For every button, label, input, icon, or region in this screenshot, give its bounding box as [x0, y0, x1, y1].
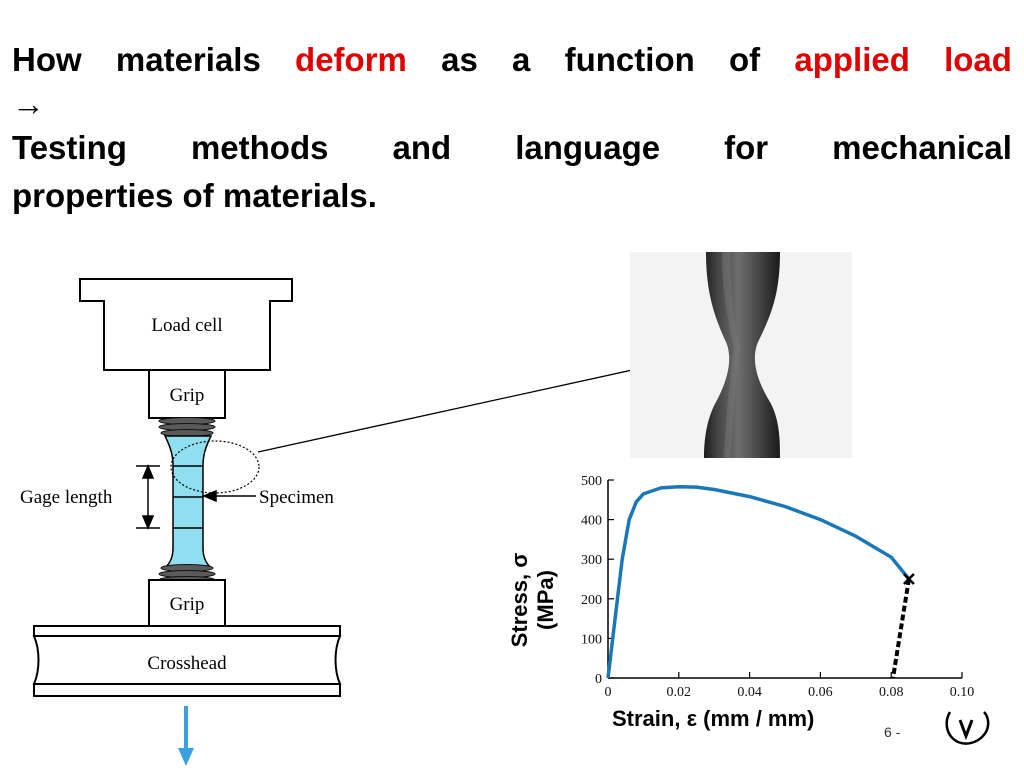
necking-region-highlight [170, 440, 260, 494]
title-word: language [515, 129, 661, 166]
unloading-dashed-line [891, 578, 911, 679]
fracture-x-stroke [903, 573, 915, 585]
x-tick-label: 0.04 [737, 685, 762, 700]
title-word: as [441, 41, 478, 78]
chart-axes [607, 480, 962, 679]
title-word-applied: applied [794, 41, 910, 78]
title-word: mechanical [832, 129, 1012, 166]
crosshead [32, 625, 342, 697]
down-arrow-icon [178, 706, 194, 766]
title-word: methods [190, 129, 329, 166]
title-word: for [724, 129, 769, 166]
top-clamp-teeth [158, 417, 216, 437]
y-tick-label: 500 [581, 474, 602, 489]
chart-xlabel: Strain, ε (mm / mm) [612, 706, 815, 731]
title-word: and [392, 129, 452, 166]
load-cell-frame [79, 278, 293, 371]
necked-specimen-image [630, 252, 852, 458]
x-tick-label: 0 [605, 685, 612, 700]
slide-title: How materials deform as a function of ap… [12, 36, 1012, 220]
right-arrow-icon: → [12, 85, 45, 122]
title-word: materials [115, 41, 261, 78]
title-word-deform: deform [295, 41, 407, 78]
chart-ticks: 0 0.02 0.04 0.06 0.08 0.10 0 100 200 300 400 500 [581, 474, 974, 700]
bottom-grip-label: Grip [170, 594, 205, 615]
y-tick-label: 300 [581, 553, 602, 568]
top-grip-label: Grip [170, 385, 205, 406]
logo-icon [945, 711, 990, 745]
x-tick-label: 0.02 [667, 685, 692, 700]
x-tick-label: 0.08 [879, 685, 904, 700]
title-line-1: How materials deform as a function of ap… [12, 36, 1012, 84]
ylabel-line-2: (MPa) [533, 570, 558, 630]
chart-ylabel: Stress, σ (MPa) [496, 530, 570, 670]
y-tick-label: 0 [595, 672, 602, 687]
title-word-load: load [944, 41, 1012, 78]
y-tick-label: 100 [581, 632, 602, 647]
title-word: of [728, 41, 761, 78]
y-tick-label: 200 [581, 593, 602, 608]
title-line-3: properties of materials. [12, 177, 377, 214]
load-cell-label: Load cell [151, 315, 222, 336]
ylabel-line-1: Stress, σ [507, 552, 532, 648]
chart-series [606, 484, 915, 679]
crosshead-label: Crosshead [147, 653, 227, 674]
title-word: a [512, 41, 531, 78]
title-line-2: Testing methods and language for mechani… [12, 124, 1012, 172]
gage-length-dimension [136, 464, 160, 530]
x-tick-label: 0.06 [808, 685, 833, 700]
bottom-grip [148, 579, 226, 627]
y-tick-label: 400 [581, 514, 602, 529]
stress-strain-chart: 0 0.02 0.04 0.06 0.08 0.10 0 100 200 300 400 500 [581, 474, 974, 700]
x-tick-label: 0.10 [950, 685, 975, 700]
title-word: How [12, 41, 82, 78]
title-word: Testing [12, 129, 127, 166]
gage-length-label: Gage length [20, 487, 113, 508]
title-arrow-line: → [12, 84, 1012, 124]
fracture-point-marker [903, 573, 915, 585]
page-number: 6 - [884, 724, 901, 740]
specimen-label: Specimen [259, 487, 334, 508]
necked-specimen-photo [630, 252, 852, 458]
specimen-bar [163, 435, 213, 569]
zoom-leader-arrow [257, 354, 690, 453]
specimen-pointer [202, 489, 256, 503]
title-word: function [564, 41, 695, 78]
stress-strain-curve [606, 484, 911, 679]
